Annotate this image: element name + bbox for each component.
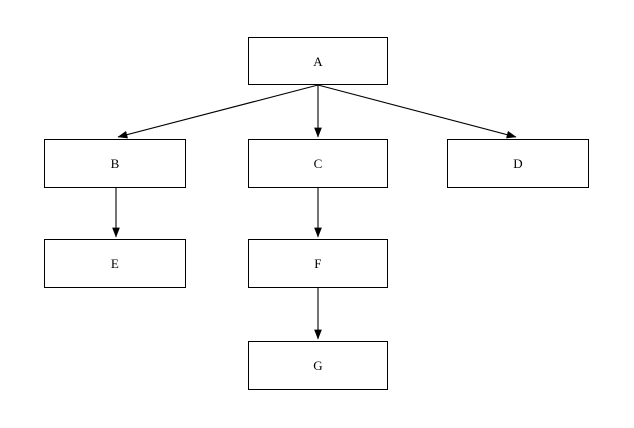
node-e[interactable]: E <box>44 239 186 288</box>
edge-a-to-b <box>117 84 319 139</box>
node-b-label: B <box>110 156 120 171</box>
node-b[interactable]: B <box>44 139 186 188</box>
node-d-label: D <box>513 156 523 171</box>
edges-group <box>112 84 517 340</box>
node-f[interactable]: F <box>248 239 388 288</box>
node-e-label: E <box>110 256 120 271</box>
node-g[interactable]: G <box>248 341 388 390</box>
node-d[interactable]: D <box>447 139 589 188</box>
node-a-label: A <box>313 53 323 69</box>
node-g-label: G <box>313 358 323 373</box>
node-f-label: F <box>314 256 322 271</box>
node-c[interactable]: C <box>248 139 388 188</box>
node-c-label: C <box>313 156 323 171</box>
edge-a-to-d <box>317 84 517 139</box>
node-a[interactable]: A <box>248 37 388 85</box>
